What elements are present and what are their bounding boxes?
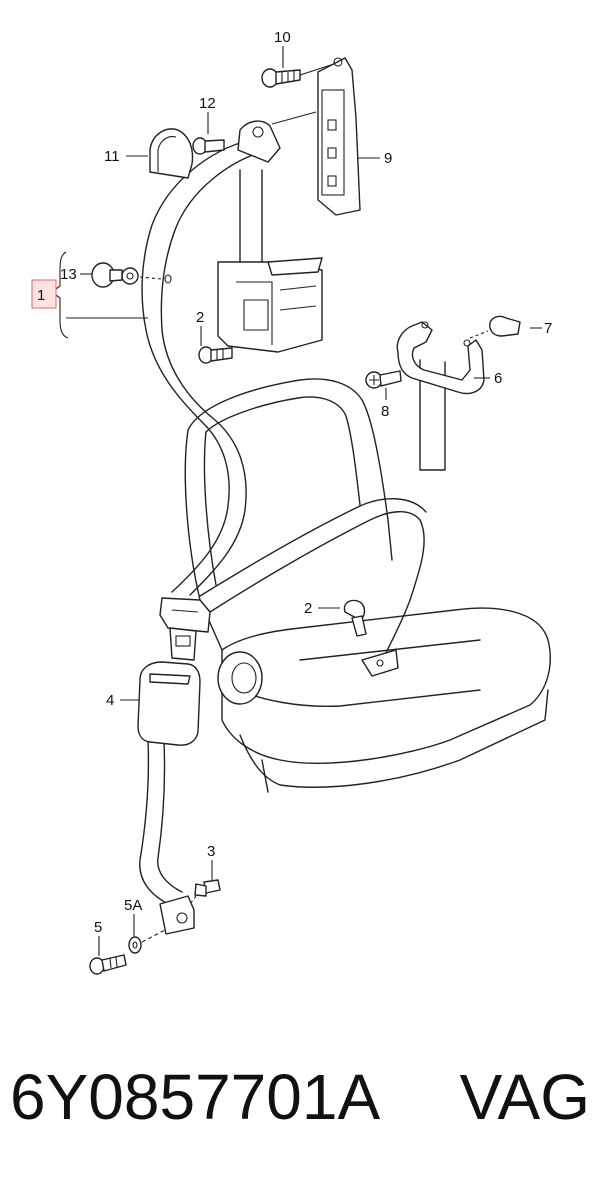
part-3-bolt — [189, 879, 221, 905]
callout-7: 7 — [544, 320, 552, 337]
callout-2-upper: 2 — [196, 309, 204, 326]
callout-8: 8 — [381, 403, 389, 420]
lap-belt-anchor — [343, 599, 399, 677]
part-6-bracket — [396, 321, 485, 395]
part-11-cover — [149, 128, 194, 179]
part-5-bolt — [89, 929, 166, 975]
brand-label: VAG — [459, 1061, 590, 1133]
belt-webbing — [139, 139, 446, 906]
callout-6: 6 — [494, 370, 502, 387]
part-9-bracket — [317, 57, 361, 216]
callout-2-lower: 2 — [304, 600, 312, 617]
part-12-bolt — [192, 111, 317, 163]
part-10-bolt — [261, 63, 335, 88]
callout-5a: 5A — [124, 897, 142, 914]
part-7-nut — [469, 315, 521, 339]
callout-11: 11 — [104, 148, 120, 165]
belt-tongue — [159, 597, 211, 661]
part-8-bolt — [365, 370, 402, 389]
lower-anchor — [159, 895, 195, 935]
callout-13: 13 — [60, 266, 77, 283]
callout-9: 9 — [384, 150, 392, 167]
part-code-footer: 6Y0857701A VAG — [10, 1052, 590, 1142]
part-4-buckle — [137, 661, 201, 746]
leader-lines — [51, 46, 542, 956]
callout-3: 3 — [207, 843, 215, 860]
part-number: 6Y0857701A — [10, 1061, 381, 1133]
callout-4: 4 — [106, 692, 114, 709]
callout-labels: 1 10 12 11 9 13 2 7 6 8 2 4 3 5A 5 — [31, 29, 552, 936]
retractor-assembly — [217, 257, 323, 353]
callout-12: 12 — [199, 95, 216, 112]
part-2-bolt-upper — [198, 346, 233, 364]
callout-5: 5 — [94, 919, 102, 936]
part-5a-washer — [128, 936, 142, 954]
callout-10: 10 — [274, 29, 291, 46]
callout-1: 1 — [37, 287, 45, 304]
seat-illustration — [184, 378, 551, 793]
part-13-cap — [91, 262, 172, 288]
callout-1-highlight — [31, 279, 57, 309]
